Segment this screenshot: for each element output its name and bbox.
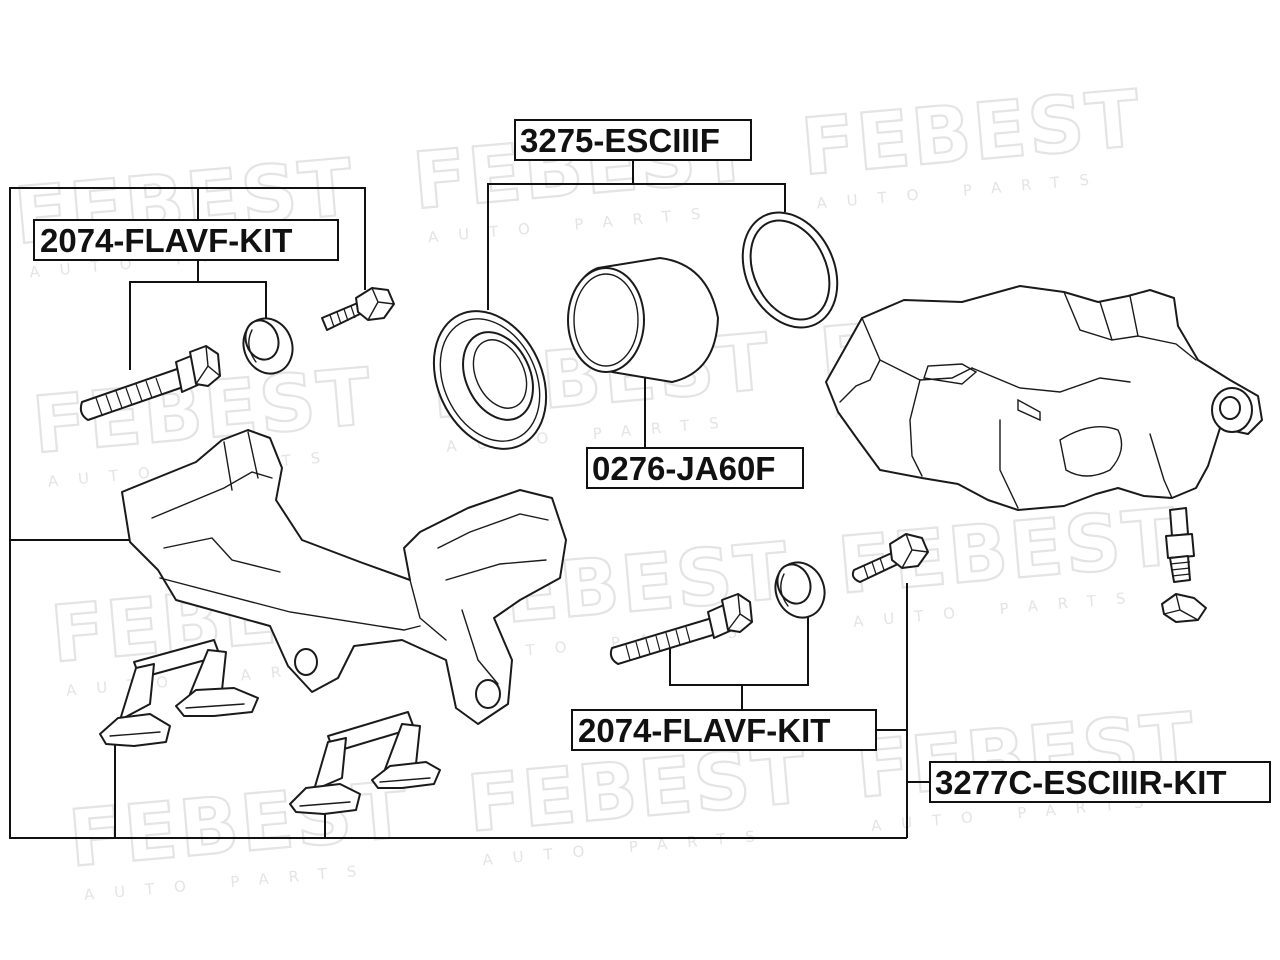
leader-caliper-kit-left: [9, 187, 907, 839]
pad-clip-left: [99, 639, 259, 747]
o-ring-seal: [741, 211, 839, 329]
leader-lines: [9, 158, 932, 839]
guide-pin-long-upper: [79, 345, 221, 421]
label-piston: 0276-JA60F: [586, 447, 804, 489]
label-caliper-kit-box: [929, 761, 1271, 803]
label-piston-box: [586, 447, 804, 489]
dust-boot-upper: [242, 317, 294, 375]
label-seal-kit-text: 3275-ESCIIIF: [520, 122, 720, 159]
label-upper-kit: 2074-FLAVF-KIT: [33, 219, 339, 261]
label-lower-kit-text: 2074-FLAVF-KIT: [578, 712, 830, 749]
caliper-housing: [825, 285, 1263, 511]
guide-pin-long-lower: [609, 593, 753, 665]
guide-bolt-short-upper: [321, 287, 395, 331]
label-caliper-kit-text: 3277C-ESCIIIR-KIT: [935, 764, 1227, 801]
bleeder-cap: [1161, 593, 1207, 623]
label-lower-kit-box: [571, 709, 877, 751]
label-caliper-kit: 3277C-ESCIIIR-KIT: [929, 761, 1271, 803]
label-seal-kit: 3275-ESCIIIF: [514, 119, 752, 161]
label-seal-kit-box: [514, 119, 752, 161]
piston-seal-ring: [432, 310, 548, 450]
guide-bolt-short-lower: [851, 533, 929, 583]
leader-lower-kit: [669, 615, 809, 686]
caliper-bracket: [121, 429, 567, 725]
pad-clip-right: [289, 711, 441, 815]
label-upper-kit-text: 2074-FLAVF-KIT: [40, 222, 292, 259]
bleeder-screw: [1165, 507, 1195, 583]
caliper-piston: [567, 257, 719, 383]
label-piston-text: 0276-JA60F: [592, 450, 775, 487]
dust-boot-lower: [774, 561, 826, 619]
leader-seal-kit: [487, 183, 786, 310]
label-lower-kit: 2074-FLAVF-KIT: [571, 709, 877, 751]
label-upper-kit-box: [33, 219, 339, 261]
